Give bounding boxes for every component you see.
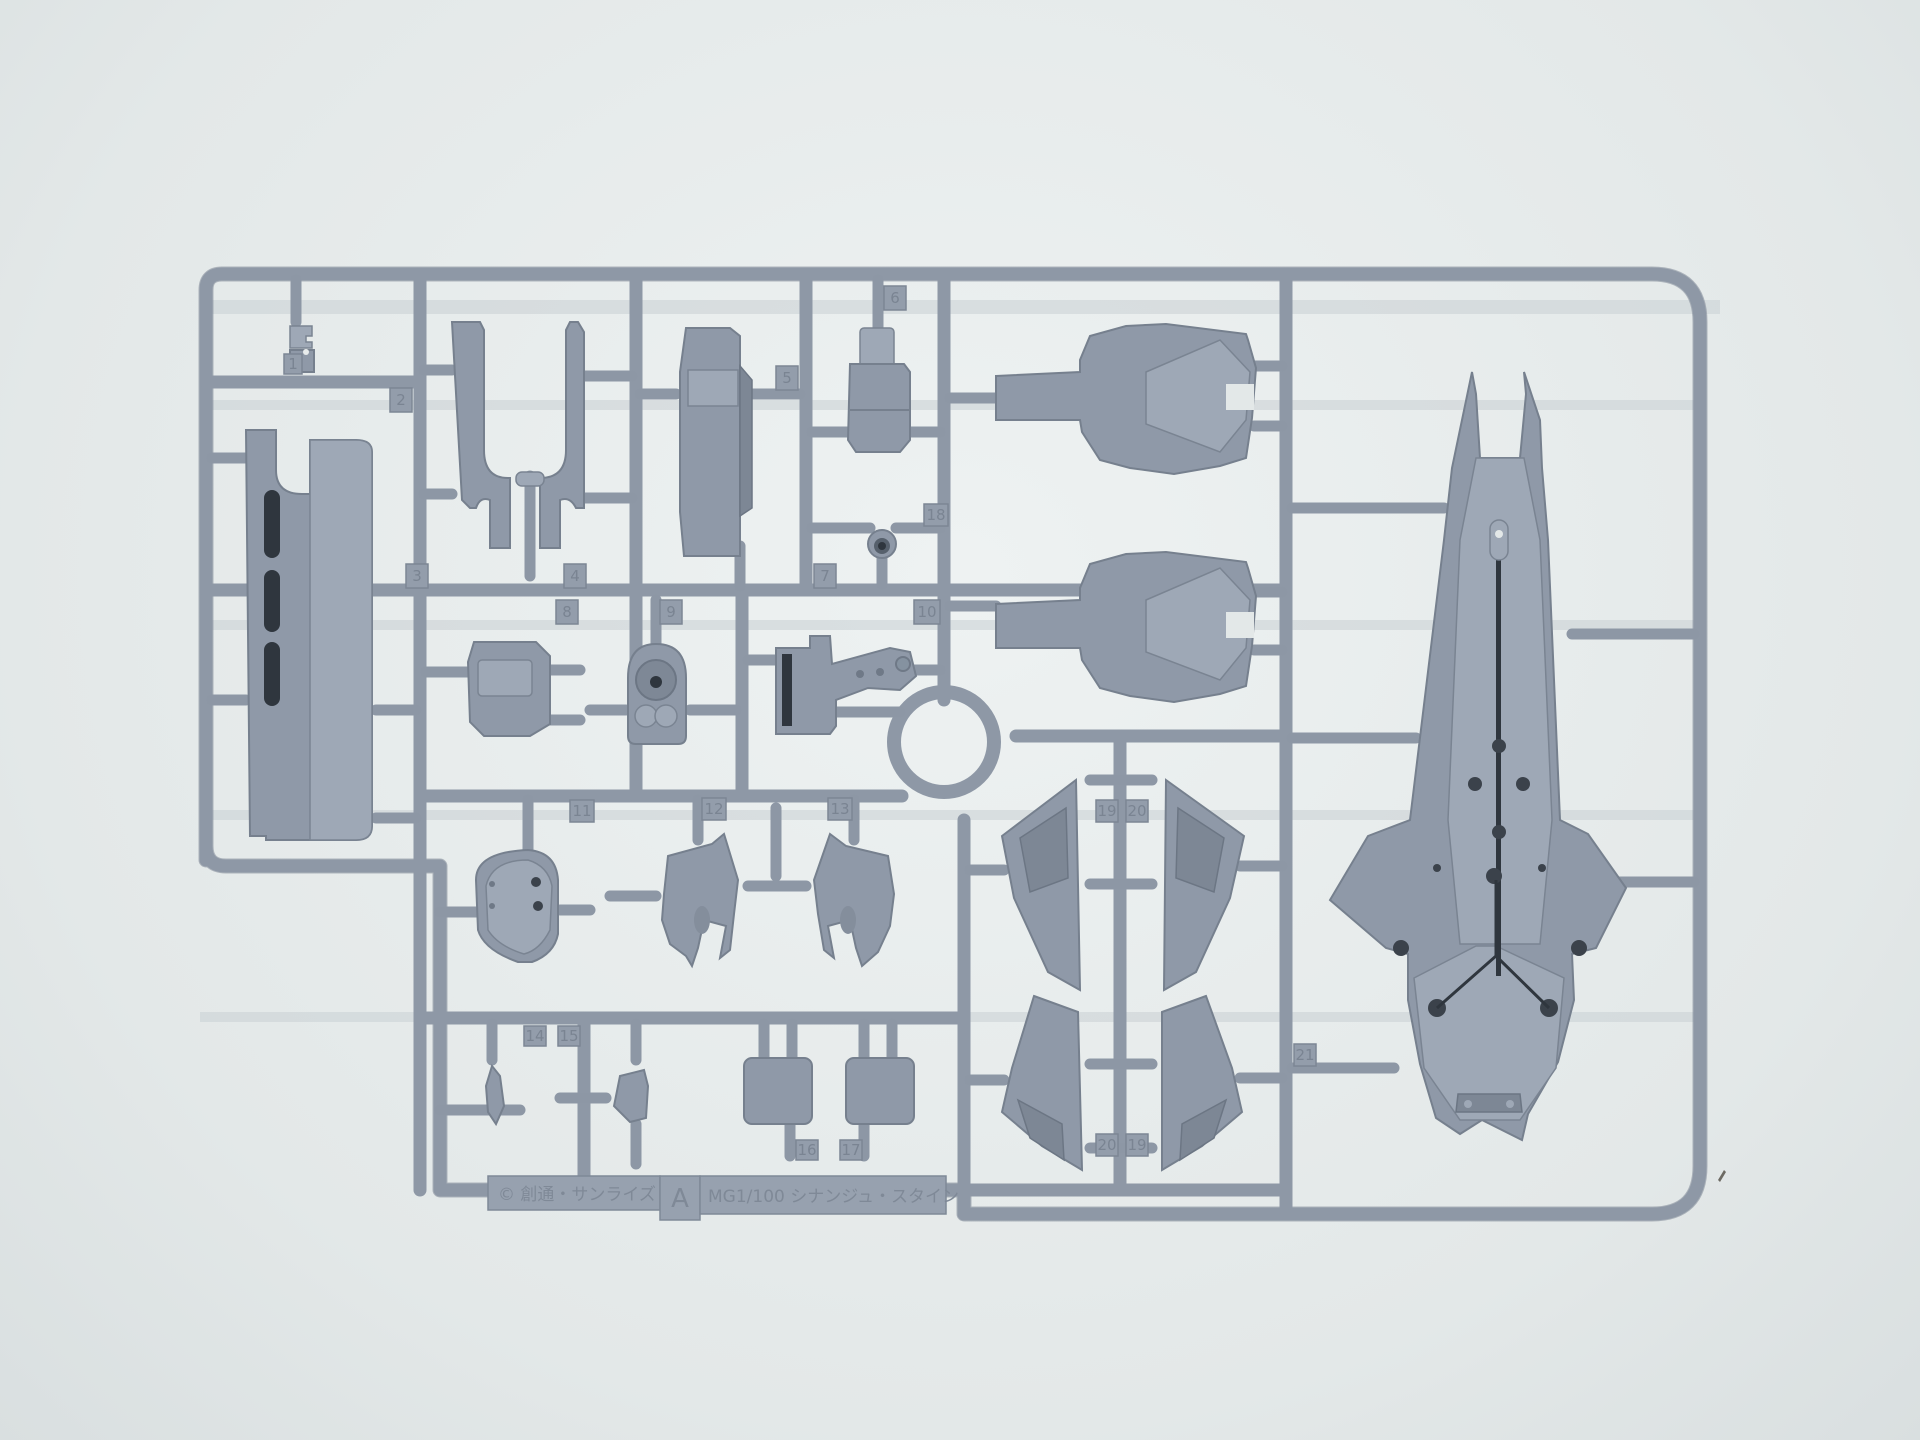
runner-name-plate: © 創通・サンライズ A MG1/100 シナンジュ・スタイン: [487, 1175, 959, 1221]
tag-20-lower: 20: [1095, 1133, 1119, 1157]
tag-7: 7: [813, 563, 837, 589]
parts-16-17-blocks: [743, 1018, 915, 1162]
part-6-joint: [806, 274, 946, 453]
svg-text:6: 6: [890, 289, 900, 307]
svg-text:21: 21: [1295, 1046, 1314, 1064]
svg-text:19: 19: [1097, 802, 1116, 820]
svg-text:2: 2: [396, 391, 406, 409]
part-18-armor-upper: [944, 322, 1288, 476]
svg-text:3: 3: [412, 567, 422, 585]
tag-5: 5: [775, 365, 799, 391]
tag-9: 9: [659, 599, 683, 625]
part-5-block: [634, 327, 806, 592]
part-11-helmet: [434, 794, 596, 963]
svg-text:12: 12: [704, 800, 723, 818]
tag-19-lower: 19: [1125, 1133, 1149, 1157]
part-21-large-armor: [1286, 371, 1700, 1142]
copyright-text: © 創通・サンライズ: [498, 1185, 656, 1205]
part-number-tags: 1 2 3 4 5 6 7 8 9 10 11 12 13 14 15 16 1…: [283, 285, 1317, 1161]
part-7-socket: [806, 522, 946, 590]
parts-14-15-small: [434, 1018, 650, 1170]
parts-3-4-arms: [418, 321, 638, 582]
parts-19-20-skirts: [964, 774, 1288, 1172]
part-8-block: [420, 641, 586, 737]
tag-2: 2: [389, 387, 413, 413]
tag-3: 3: [405, 563, 429, 589]
tag-13: 13: [827, 797, 853, 821]
tag-14: 14: [523, 1025, 547, 1047]
tag-8: 8: [555, 599, 579, 625]
tag-21: 21: [1293, 1043, 1317, 1067]
svg-text:20: 20: [1127, 802, 1146, 820]
tag-12: 12: [701, 797, 727, 821]
svg-text:9: 9: [666, 603, 676, 621]
tag-11: 11: [569, 799, 595, 823]
svg-text:20: 20: [1097, 1136, 1116, 1154]
svg-text:8: 8: [562, 603, 572, 621]
svg-text:15: 15: [559, 1027, 578, 1045]
parts-12-13-head: [604, 794, 896, 969]
svg-text:1: 1: [288, 355, 298, 373]
tag-18: 18: [923, 503, 949, 527]
tag-19-upper: 19: [1095, 799, 1119, 823]
part-18-armor-lower: [944, 550, 1288, 704]
tag-1: 1: [283, 353, 303, 375]
tag-17: 17: [839, 1139, 863, 1161]
svg-text:17: 17: [841, 1141, 860, 1159]
tag-15: 15: [557, 1025, 581, 1047]
tag-4: 4: [563, 563, 587, 589]
svg-text:4: 4: [570, 567, 580, 585]
svg-text:18: 18: [926, 506, 945, 524]
svg-text:7: 7: [820, 567, 830, 585]
runner-letter: A: [671, 1184, 689, 1214]
svg-text:10: 10: [917, 603, 936, 621]
svg-text:14: 14: [525, 1027, 544, 1045]
tag-16: 16: [795, 1139, 819, 1161]
svg-text:5: 5: [782, 369, 792, 387]
part-2-barrel: [206, 429, 422, 841]
svg-text:13: 13: [830, 800, 849, 818]
tag-20-upper: 20: [1125, 799, 1149, 823]
part-9-thruster: [584, 594, 742, 745]
svg-text:11: 11: [572, 802, 591, 820]
dust-speck: [1718, 1170, 1726, 1182]
svg-text:16: 16: [797, 1141, 816, 1159]
tag-6: 6: [883, 285, 907, 311]
svg-text:19: 19: [1127, 1136, 1146, 1154]
tag-10: 10: [913, 599, 941, 625]
part-10-grip: [742, 635, 946, 735]
runner-frame: [198, 266, 1708, 1222]
product-name-text: MG1/100 シナンジュ・スタイン: [708, 1187, 959, 1207]
